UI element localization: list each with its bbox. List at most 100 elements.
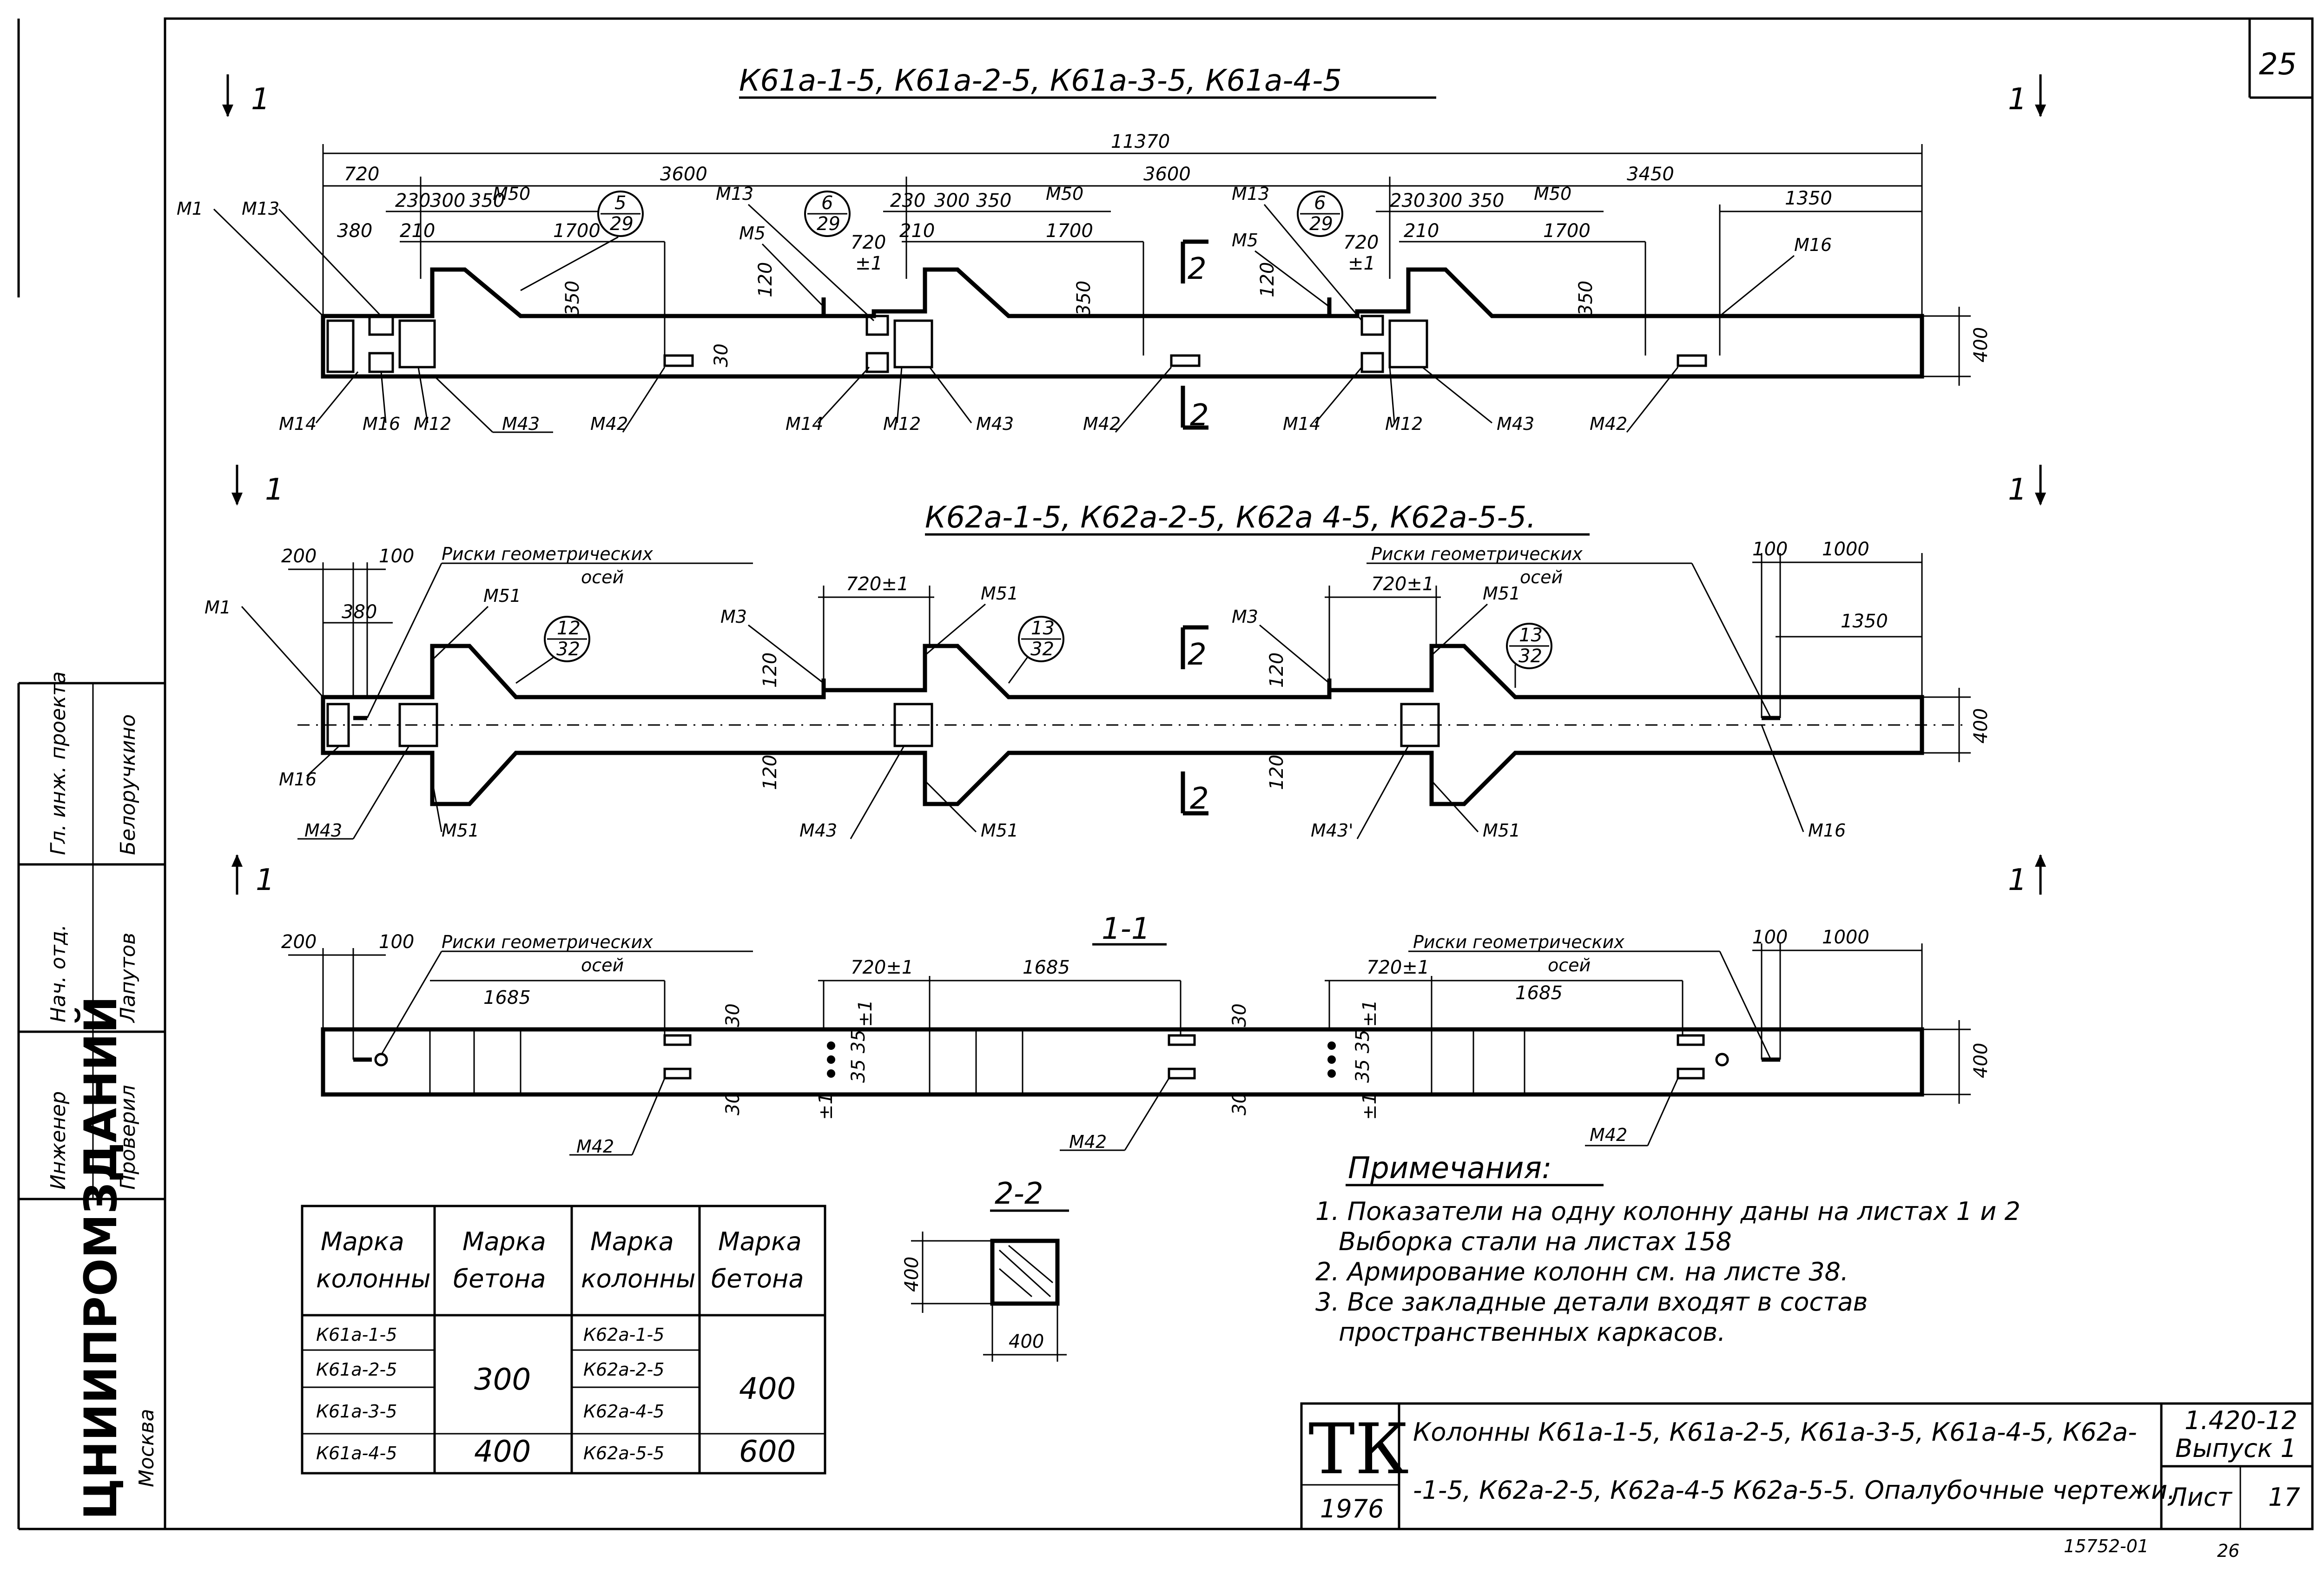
- svg-text:М42: М42: [576, 1136, 614, 1157]
- svg-text:300: 300: [934, 190, 970, 211]
- svg-text:М14: М14: [1283, 414, 1320, 434]
- svg-text:К61а-4-5: К61а-4-5: [316, 1443, 397, 1463]
- svg-text:Лист: Лист: [2167, 1483, 2232, 1512]
- svg-text:29: 29: [610, 213, 634, 235]
- svg-text:бетона: бетона: [711, 1264, 804, 1293]
- svg-text:720±1: 720±1: [1367, 957, 1429, 978]
- svg-text:2: 2: [1190, 782, 1209, 816]
- title-block: ТК 1976 Колонны К61а-1-5, К61а-2-5, К61а…: [1300, 1402, 2314, 1561]
- svg-text:210: 210: [899, 220, 935, 242]
- svg-text:230: 230: [890, 190, 925, 211]
- svg-text:2. Армирование колонн см. на л: 2. Армирование колонн см. на листе 38.: [1315, 1257, 1849, 1286]
- svg-text:М43: М43: [799, 820, 837, 841]
- org-name: ЦНИИПРОМЗДАНИЙ: [74, 996, 127, 1520]
- svg-text:М42: М42: [1590, 414, 1627, 434]
- svg-text:Инженер: Инженер: [46, 1091, 70, 1190]
- svg-text:5: 5: [614, 192, 626, 214]
- svg-text:М43': М43': [1311, 820, 1353, 841]
- section-2-2: 2-2 400 400: [901, 1177, 1069, 1362]
- svg-text:2-2: 2-2: [995, 1177, 1043, 1211]
- svg-text:400: 400: [1970, 1043, 1992, 1078]
- svg-text:М16: М16: [1794, 235, 1832, 255]
- svg-text:Риски геометрических: Риски геометрических: [1371, 544, 1583, 564]
- svg-text:Риски геометрических: Риски геометрических: [442, 932, 653, 952]
- svg-text:100: 100: [379, 931, 414, 953]
- section-1-1-outline: [321, 1027, 1924, 1097]
- svg-text:350: 350: [1469, 190, 1504, 211]
- svg-text:1: 1: [2008, 473, 2027, 507]
- svg-text:120: 120: [1266, 652, 1287, 688]
- svg-text:3600: 3600: [1143, 164, 1191, 185]
- svg-text:М12: М12: [414, 414, 451, 434]
- svg-text:230: 230: [1390, 190, 1425, 211]
- svg-text:720±1: 720±1: [851, 957, 913, 978]
- sheet-number: 25: [2259, 47, 2297, 82]
- svg-text:1685: 1685: [483, 987, 531, 1008]
- svg-text:±1: ±1: [815, 1093, 837, 1120]
- svg-text:Риски геометрических: Риски геометрических: [1413, 932, 1624, 952]
- svg-text:М43: М43: [976, 414, 1014, 434]
- svg-text:2: 2: [1188, 638, 1207, 672]
- svg-text:1000: 1000: [1822, 539, 1869, 560]
- svg-text:М51: М51: [1483, 583, 1520, 604]
- drawing-2-title: К62а-1-5, К62а-2-5, К62а 4-5, К62а-5-5.: [925, 501, 1536, 535]
- svg-text:30: 30: [711, 343, 732, 367]
- svg-text:осей: осей: [1548, 955, 1591, 975]
- drawing-1-title: К61а-1-5, К61а-2-5, К61а-3-5, К61а-4-5: [739, 64, 1342, 98]
- drawing-2: К62а-1-5, К62а-2-5, К62а 4-5, К62а-5-5. …: [205, 465, 2046, 841]
- svg-text:35 35: 35 35: [848, 1029, 869, 1083]
- svg-text:350: 350: [1073, 281, 1095, 316]
- svg-text:бетона: бетона: [453, 1264, 546, 1293]
- svg-text:пространственных каркасов.: пространственных каркасов.: [1339, 1318, 1725, 1347]
- svg-text:Марка: Марка: [718, 1227, 802, 1256]
- svg-text:М1: М1: [177, 198, 203, 219]
- svg-text:Москва: Москва: [135, 1409, 158, 1487]
- svg-text:±1: ±1: [1348, 253, 1375, 274]
- svg-text:32: 32: [1030, 639, 1054, 660]
- svg-text:М43: М43: [1497, 414, 1534, 434]
- svg-text:К62а-4-5: К62а-4-5: [583, 1401, 664, 1422]
- svg-text:Риски геометрических: Риски геометрических: [442, 544, 653, 564]
- svg-text:400: 400: [739, 1372, 796, 1406]
- svg-text:Нач. отд.: Нач. отд.: [46, 924, 70, 1022]
- svg-text:2: 2: [1190, 398, 1209, 433]
- svg-text:200: 200: [281, 546, 317, 567]
- svg-text:400: 400: [1970, 327, 1992, 362]
- svg-text:М51: М51: [981, 820, 1018, 841]
- svg-text:6: 6: [1314, 192, 1326, 214]
- svg-text:1685: 1685: [1515, 982, 1563, 1004]
- svg-text:М42: М42: [1590, 1125, 1627, 1145]
- svg-text:30: 30: [1229, 1092, 1250, 1115]
- svg-text:1: 1: [251, 82, 270, 117]
- svg-text:350: 350: [562, 281, 583, 316]
- svg-text:М14: М14: [279, 414, 317, 434]
- notes-heading: Примечания:: [1348, 1151, 1552, 1186]
- svg-text:300: 300: [1427, 190, 1462, 211]
- svg-text:1700: 1700: [1543, 220, 1591, 242]
- svg-text:100: 100: [1752, 927, 1788, 948]
- svg-text:30: 30: [1229, 1003, 1250, 1027]
- svg-text:400: 400: [1009, 1331, 1044, 1352]
- svg-text:К62а-5-5: К62а-5-5: [583, 1443, 664, 1463]
- svg-text:120: 120: [1257, 262, 1278, 297]
- svg-text:осей: осей: [1520, 567, 1563, 587]
- svg-text:М50: М50: [1046, 184, 1083, 204]
- svg-text:120: 120: [755, 262, 776, 297]
- svg-text:380: 380: [337, 220, 372, 242]
- sheet-frame: [164, 17, 2314, 1530]
- column-k61a-outline: [321, 267, 1924, 379]
- svg-text:120: 120: [759, 652, 781, 688]
- svg-text:13: 13: [1519, 625, 1543, 646]
- svg-text:380: 380: [342, 601, 377, 623]
- svg-text:30: 30: [722, 1092, 744, 1115]
- svg-text:200: 200: [281, 931, 317, 953]
- svg-text:осей: осей: [581, 567, 624, 587]
- svg-text:720: 720: [344, 164, 379, 185]
- svg-text:30: 30: [722, 1003, 744, 1027]
- svg-text:720±1: 720±1: [846, 573, 909, 595]
- svg-text:М3: М3: [720, 606, 747, 627]
- svg-text:1: 1: [2008, 863, 2027, 897]
- svg-text:±1: ±1: [1359, 1093, 1380, 1120]
- svg-text:М43: М43: [502, 414, 540, 434]
- svg-text:720: 720: [851, 232, 886, 253]
